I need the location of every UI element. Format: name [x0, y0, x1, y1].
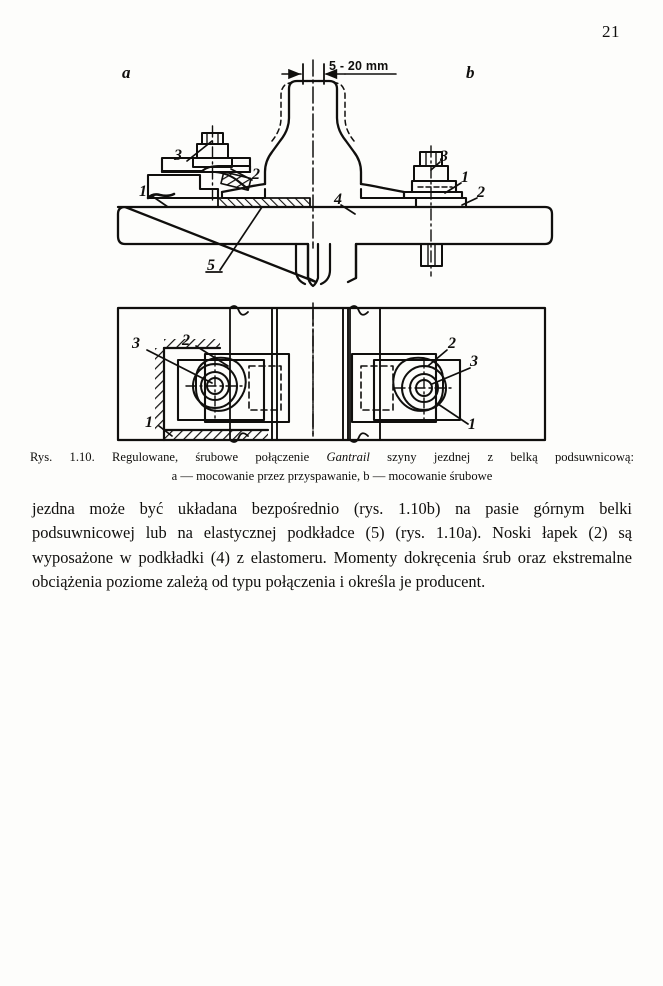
dimension-label: 5 - 20 mm — [329, 59, 388, 73]
figure-caption: Rys. 1.10. Regulowane, śrubowe połączeni… — [30, 448, 634, 486]
view-label-b: b — [466, 63, 475, 82]
caption-product-name: Gantrail — [326, 450, 370, 464]
body-paragraph: jezdna może być układana bezpośrednio (r… — [32, 499, 632, 592]
caption-line-1-before-italic: Rys. 1.10. Regulowane, śrubowe połączeni… — [30, 450, 327, 464]
body-text: jezdna może być układana bezpośrednio (r… — [32, 497, 632, 595]
callout-4: 4 — [333, 191, 342, 208]
callout-plan-b-3: 3 — [469, 353, 478, 370]
figure-drawing: a b 5 - 20 mm — [116, 59, 554, 443]
callout-b-2: 2 — [476, 184, 485, 201]
callout-b-1: 1 — [461, 169, 469, 186]
callout-a-3: 3 — [173, 147, 182, 164]
callout-b-3: 3 — [439, 148, 448, 165]
callout-a-1: 1 — [139, 183, 147, 200]
callout-a-2: 2 — [251, 166, 260, 183]
caption-line-2: a — mocowanie przez przyspawanie, b — mo… — [171, 469, 493, 483]
page-number: 21 — [602, 22, 620, 41]
callout-plan-a-1: 1 — [145, 414, 153, 431]
callout-5: 5 — [207, 257, 215, 274]
callout-plan-a-3: 3 — [131, 335, 140, 352]
callout-plan-b-2: 2 — [447, 335, 456, 352]
callout-plan-b-1: 1 — [468, 416, 476, 433]
caption-line-1-after-italic: szyny jezdnej z belką podsuwnicową: — [369, 450, 634, 464]
callout-plan-a-2: 2 — [181, 332, 190, 349]
view-label-a: a — [122, 63, 131, 82]
caption-line-1: Rys. 1.10. Regulowane, śrubowe połączeni… — [30, 448, 634, 467]
figure-1-10: a b 5 - 20 mm — [0, 48, 663, 443]
